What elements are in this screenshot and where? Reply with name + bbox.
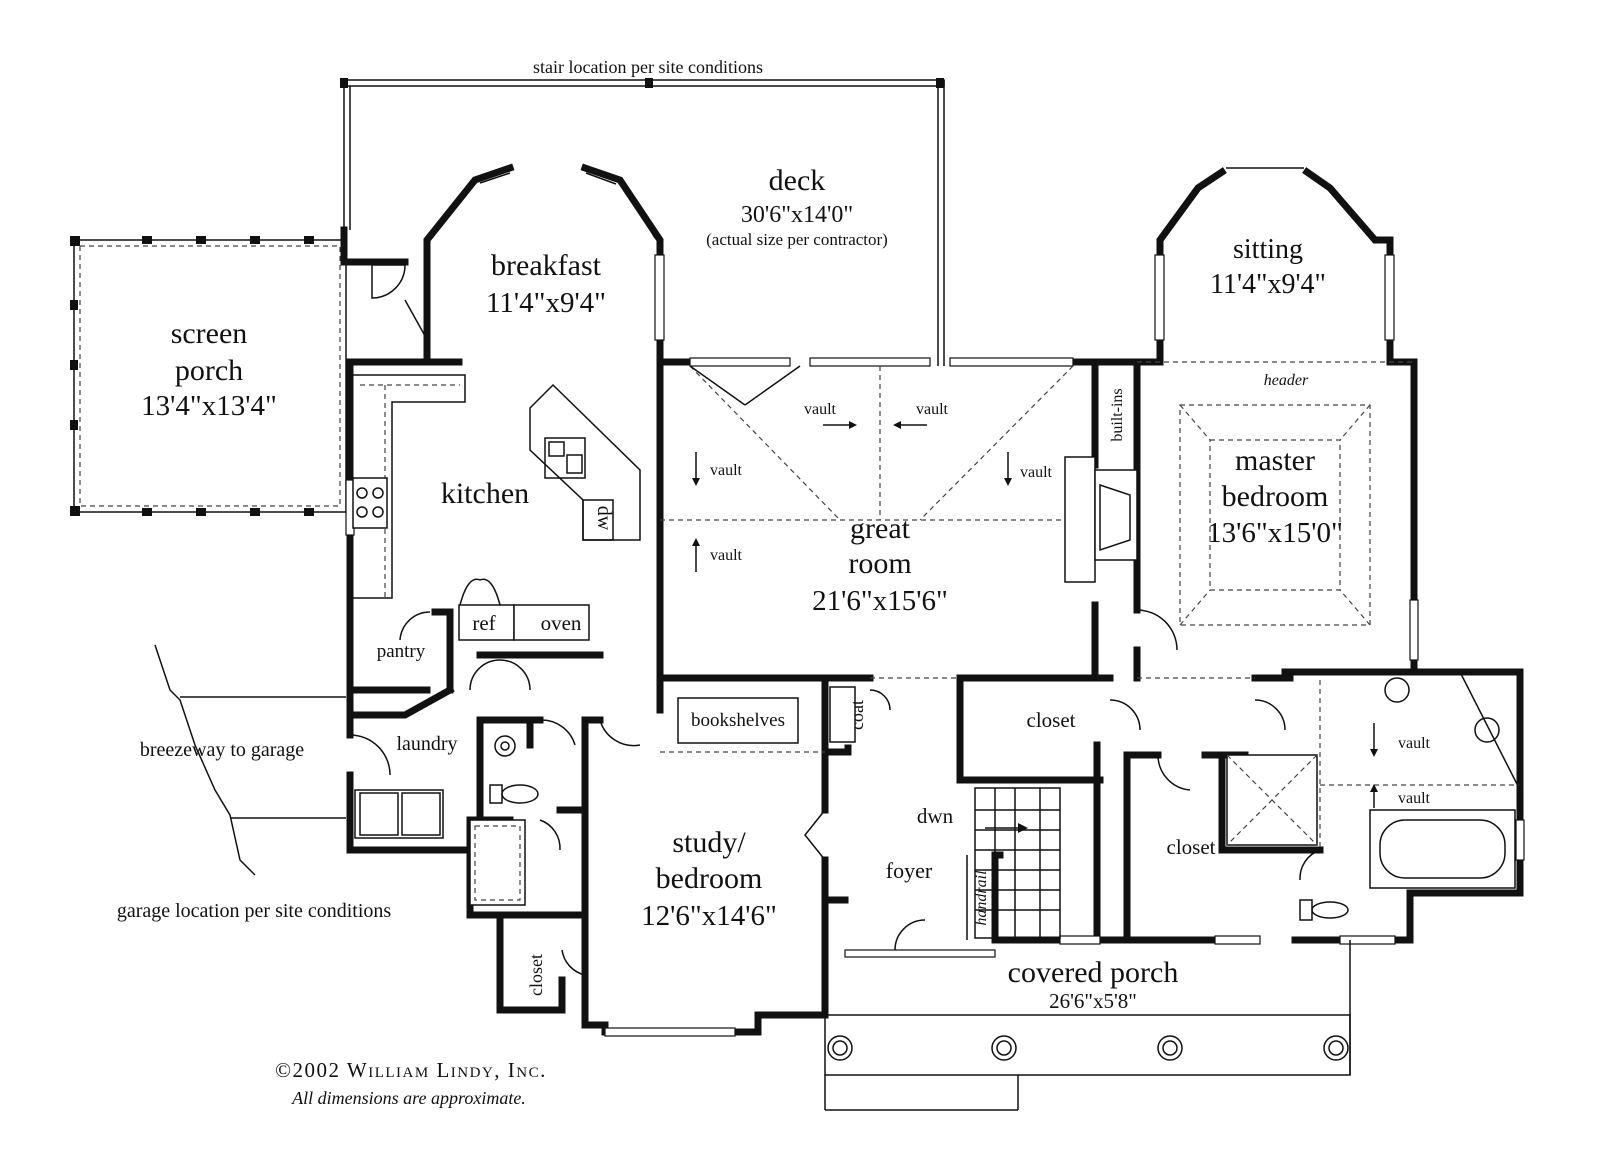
vault-label-5: vault	[1020, 464, 1053, 481]
copyright: ©2002 William Lindy, Inc.	[275, 1058, 547, 1082]
dw-label: dw	[593, 506, 615, 531]
handrail-label: handrail	[973, 870, 990, 926]
pantry-name: pantry	[377, 641, 426, 662]
closet-label-3: closet	[526, 954, 546, 996]
coat-label: coat	[847, 700, 867, 730]
staircase	[966, 787, 1061, 940]
covered-porch-name: covered porch	[1008, 956, 1179, 989]
deck-outline	[340, 78, 945, 366]
closet-label-2: closet	[1167, 835, 1216, 859]
screen-porch-name-2: porch	[175, 354, 243, 387]
bookshelves-label: bookshelves	[691, 710, 785, 731]
sitting-size: 11'4"x9'4"	[1210, 269, 1326, 300]
screen-porch-size: 13'4"x13'4"	[141, 390, 277, 422]
fixtures	[354, 671, 1521, 921]
master-size: 13'6"x15'0"	[1207, 517, 1343, 549]
breakfast-size: 11'4"x9'4"	[486, 287, 606, 319]
windows	[345, 166, 1525, 1037]
kitchen-cabinets	[352, 374, 641, 641]
vault-arrows	[692, 421, 1378, 808]
deck-note: (actual size per contractor)	[706, 230, 888, 249]
breezeway-lines	[154, 644, 346, 876]
ceiling-lines	[360, 361, 1520, 850]
deck-size: 30'6"x14'0"	[741, 202, 853, 228]
vault-label-7: vault	[1398, 790, 1431, 807]
breakfast-name: breakfast	[491, 249, 602, 282]
oven-label: oven	[541, 611, 582, 635]
vault-label-3: vault	[804, 401, 837, 418]
screen-porch-name-1: screen	[171, 317, 248, 350]
garage-note: garage location per site conditions	[117, 900, 392, 922]
ref-label: ref	[472, 611, 495, 635]
built-ins-label: built-ins	[1109, 388, 1126, 441]
doors	[349, 264, 1321, 976]
kitchen-name: kitchen	[441, 477, 529, 510]
great-room-size: 21'6"x15'6"	[812, 585, 948, 617]
vault-label-2: vault	[710, 547, 743, 564]
master-name-2: bedroom	[1222, 480, 1329, 513]
laundry-name: laundry	[396, 733, 457, 755]
study-size: 12'6"x14'6"	[641, 900, 777, 932]
vault-label-4: vault	[916, 401, 949, 418]
closet-label-1: closet	[1027, 708, 1076, 732]
covered-porch-outline	[824, 940, 1351, 1111]
sitting-name: sitting	[1233, 234, 1303, 265]
dwn-label: dwn	[917, 804, 954, 828]
breezeway-note: breezeway to garage	[140, 739, 304, 761]
stair-note: stair location per site conditions	[533, 57, 763, 77]
study-name-2: bedroom	[656, 862, 763, 895]
foyer-name: foyer	[886, 858, 933, 883]
screen-porch-outline	[70, 236, 347, 516]
covered-porch-size: 26'6"x5'8"	[1049, 989, 1137, 1013]
header-label: header	[1264, 372, 1309, 389]
bookshelves-unit	[677, 686, 856, 744]
great-room-name-2: room	[848, 547, 911, 580]
great-room-name-1: great	[850, 512, 911, 545]
dimensions-note: All dimensions are approximate.	[291, 1088, 526, 1108]
study-name-1: study/	[672, 826, 746, 859]
vault-label-1: vault	[710, 462, 743, 479]
fireplace	[1064, 456, 1138, 583]
deck-name: deck	[769, 164, 826, 197]
vault-label-6: vault	[1398, 735, 1431, 752]
master-name-1: master	[1235, 444, 1315, 477]
